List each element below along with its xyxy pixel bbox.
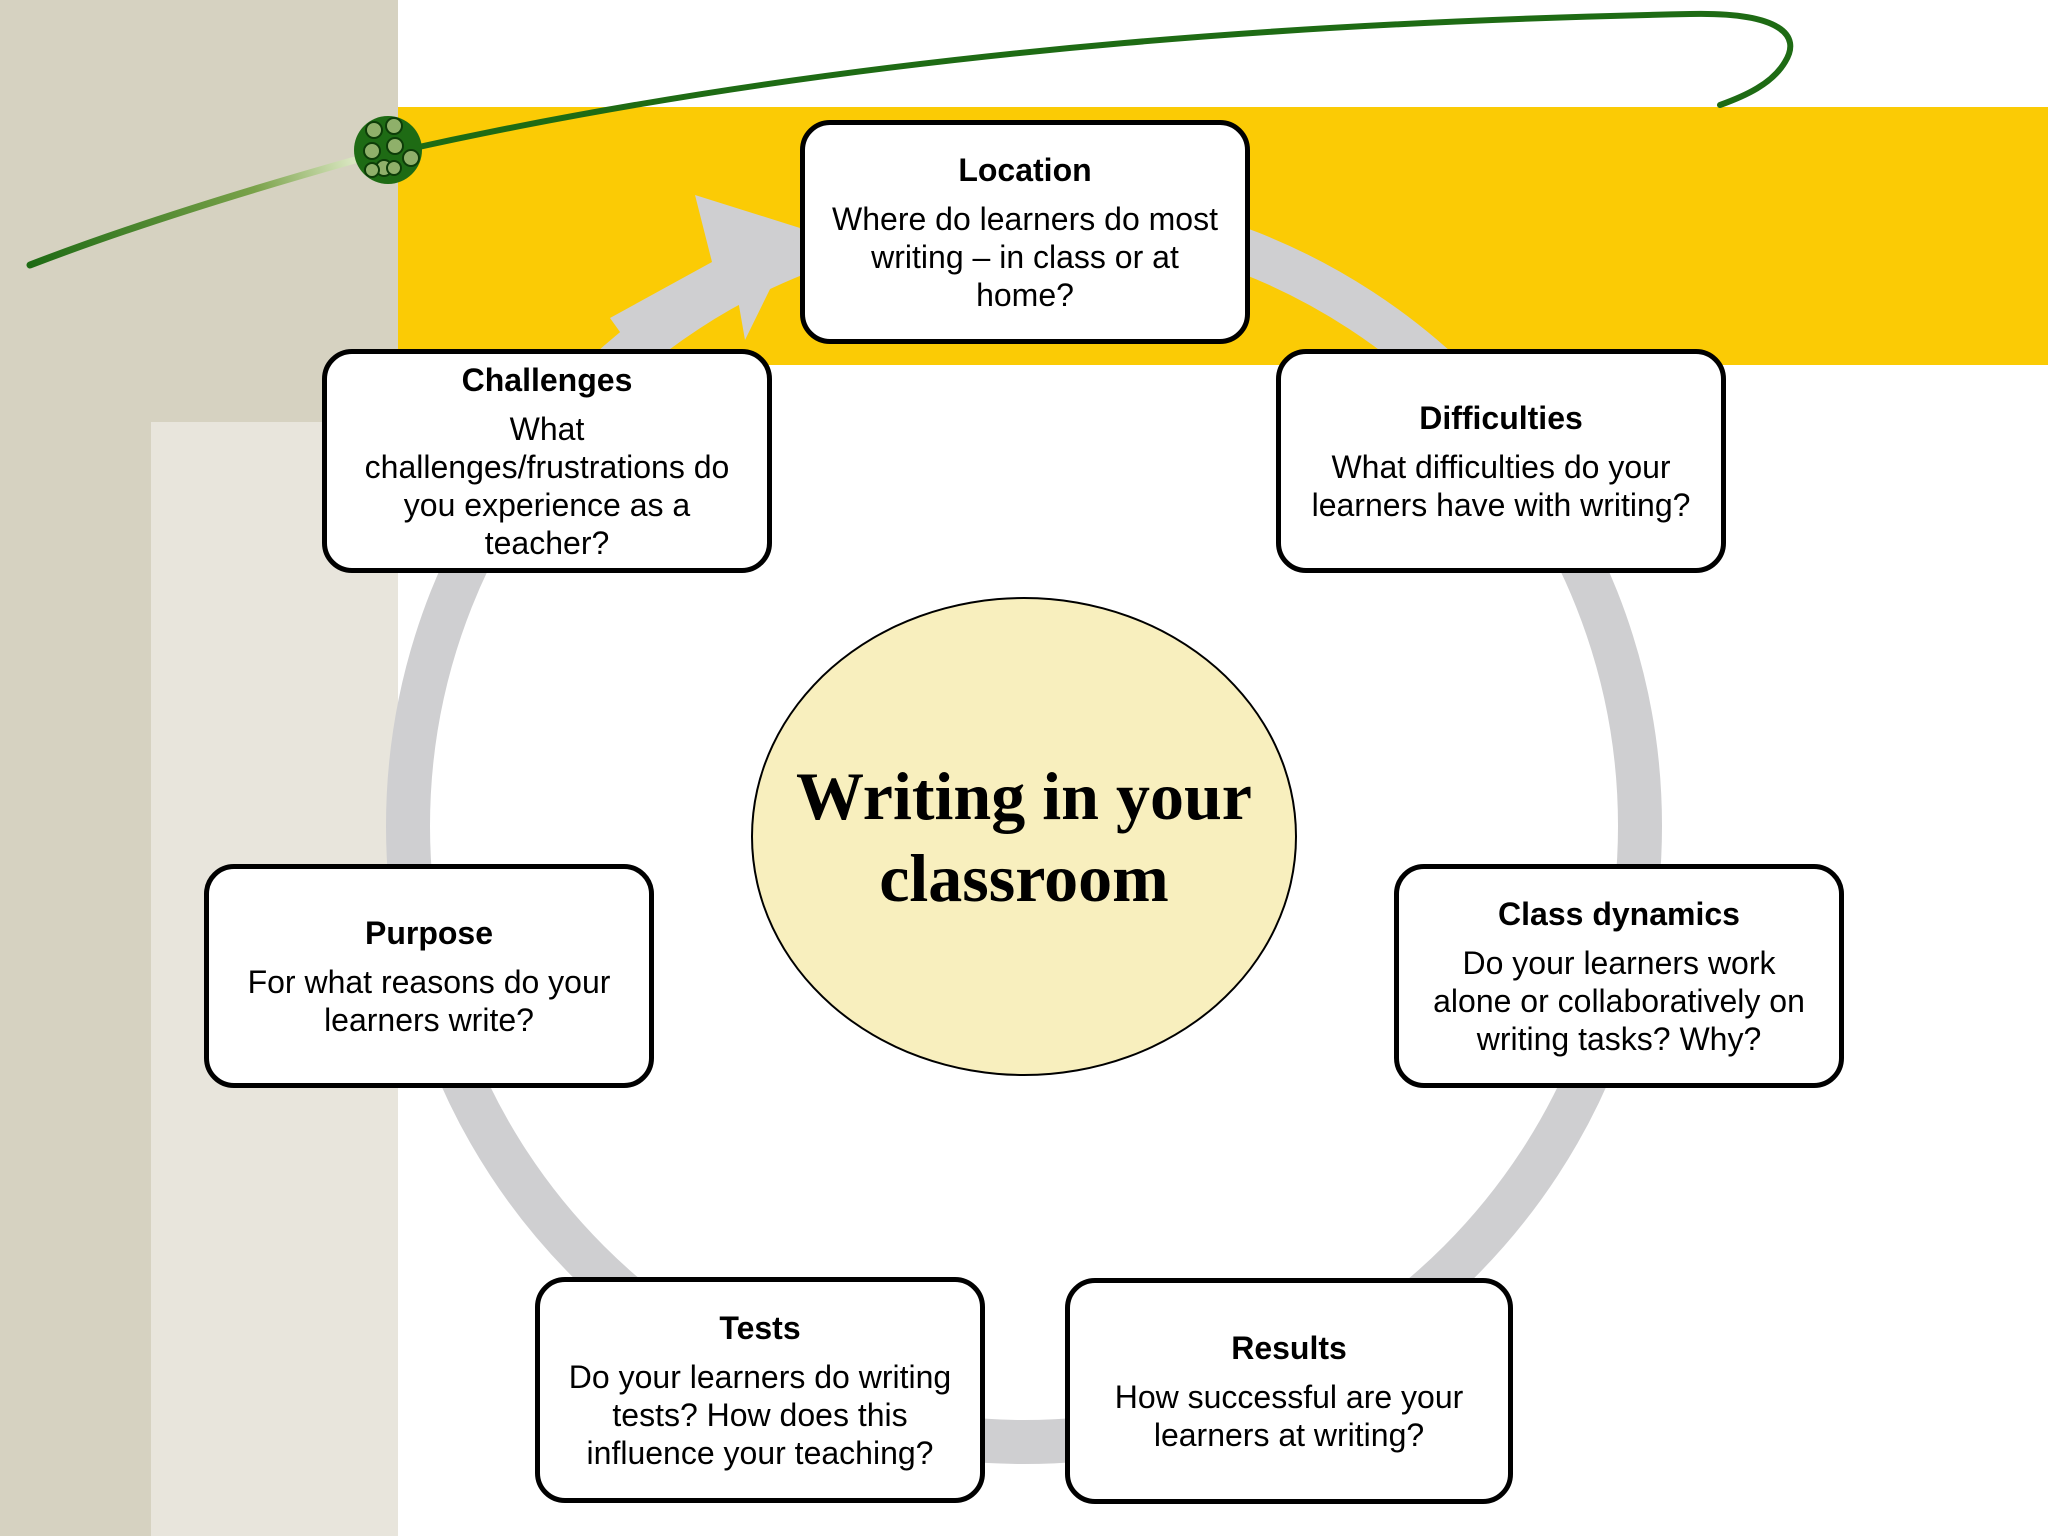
node-location: Location Where do learners do most writi… xyxy=(800,120,1250,344)
center-topic: Writing in your classroom xyxy=(751,597,1297,1076)
node-results: Results How successful are your learners… xyxy=(1065,1278,1513,1504)
node-text: Do your learners work alone or collabora… xyxy=(1433,945,1805,1057)
node-title: Class dynamics xyxy=(1498,896,1740,932)
node-text: What difficulties do your learners have … xyxy=(1311,449,1691,523)
green-swoosh xyxy=(26,10,1794,269)
cycle-arrow-icon xyxy=(610,195,800,360)
node-title: Challenges xyxy=(461,362,633,398)
node-difficulties: Difficulties What difficulties do your l… xyxy=(1276,349,1726,573)
center-title: Writing in your classroom xyxy=(796,757,1252,916)
node-text: What challenges/frustrations do you expe… xyxy=(364,411,730,561)
node-text: For what reasons do your learners write? xyxy=(247,964,611,1038)
node-title: Difficulties xyxy=(1419,400,1583,436)
bead-cluster-icon xyxy=(354,116,422,184)
node-text: How successful are your learners at writ… xyxy=(1114,1379,1464,1453)
node-title: Location xyxy=(958,152,1092,188)
node-text: Do your learners do writing tests? How d… xyxy=(568,1359,952,1471)
node-text: Where do learners do most writing – in c… xyxy=(832,201,1218,313)
node-challenges: Challenges What challenges/frustrations … xyxy=(322,349,772,573)
node-purpose: Purpose For what reasons do your learner… xyxy=(204,864,654,1088)
node-title: Tests xyxy=(719,1310,801,1346)
node-title: Purpose xyxy=(364,915,494,951)
node-tests: Tests Do your learners do writing tests?… xyxy=(535,1277,985,1503)
node-class-dynamics: Class dynamics Do your learners work alo… xyxy=(1394,864,1844,1088)
node-title: Results xyxy=(1231,1330,1347,1366)
